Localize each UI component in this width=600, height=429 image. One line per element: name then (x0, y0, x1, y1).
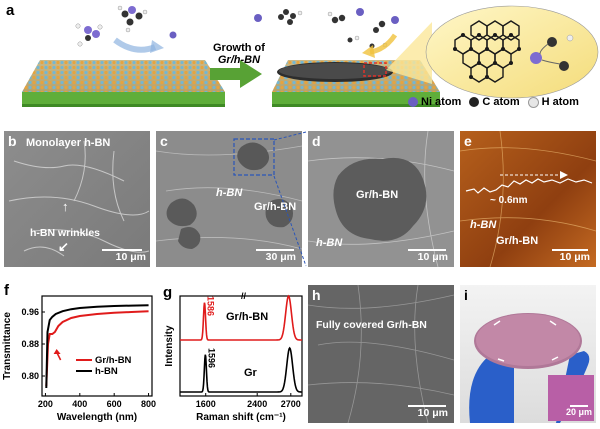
g-xtick-label-0: 1600 (196, 399, 216, 409)
g-axis-break: // (241, 291, 247, 301)
f-series-0 (45, 310, 149, 387)
panel-g-letter: g (163, 284, 173, 301)
atom-legend: Ni atom C atom H atom (408, 96, 579, 108)
panel-c-scalebar-label: 30 μm (265, 251, 296, 263)
panel-i-letter: i (464, 287, 468, 303)
legend-h: H atom (527, 96, 579, 108)
panel-b-scalebar-label: 10 μm (115, 251, 146, 263)
panel-h-wrinkles (308, 285, 454, 423)
f-legend-label-0: Gr/h-BN (95, 355, 132, 366)
panel-i-scalebar (570, 405, 588, 407)
g-ylabel: Intensity (164, 325, 175, 367)
f-xlabel: Wavelength (nm) (57, 412, 137, 423)
panel-c-letter: c (160, 133, 168, 149)
panel-c-scalebar (256, 249, 294, 251)
zoom-connector (273, 131, 307, 267)
growth-arrow (210, 60, 262, 88)
f-ytick-label-0: 0.80 (21, 371, 39, 381)
panel-d-scalebar-label: 10 μm (417, 251, 448, 263)
f-xtick-label-3: 800 (141, 399, 156, 409)
legend-ni: Ni atom (408, 96, 461, 108)
floating-molecules (254, 8, 399, 58)
panel-h-letter: h (312, 287, 321, 303)
borazine-molecules (75, 5, 177, 53)
panel-f-letter: f (4, 282, 9, 299)
panel-e-scalebar (552, 249, 588, 251)
panel-e-letter: e (464, 133, 472, 149)
panel-e-gr-label: Gr/h-BN (496, 235, 539, 247)
panel-b-annotation: h-BN wrinkles (30, 227, 101, 239)
legend-c: C atom (469, 96, 520, 108)
f-legend-label-1: h-BN (95, 366, 118, 377)
panel-c-domains (156, 138, 302, 250)
panel-e-height: ~ 0.6nm (490, 195, 528, 206)
substrate-left (22, 60, 225, 107)
f-series-1 (45, 304, 149, 389)
g-series-label-1: Gr (244, 367, 258, 379)
f-ytick-label-1: 0.88 (21, 339, 39, 349)
panel-a-letter: a (6, 2, 15, 19)
f-ylabel: Transmittance (2, 312, 13, 380)
panel-b-scalebar (102, 249, 142, 251)
panel-d-letter: d (312, 133, 321, 149)
g-plot-frame (179, 295, 303, 397)
g-series-label-0: Gr/h-BN (226, 311, 268, 323)
g-series-1 (180, 346, 303, 393)
panel-e-scalebar-label: 10 μm (559, 251, 590, 263)
wrinkle-arrow-up: ↑ (62, 199, 69, 214)
panel-e-hbn-label: h-BN (470, 219, 497, 231)
g-peak-label-1: 1596 (206, 348, 216, 368)
panel-i-photo: i 20 μm (460, 285, 596, 423)
wrinkle-lines (8, 140, 150, 257)
panel-b-title: Monolayer h-BN (26, 137, 111, 149)
panel-d-gr-label: Gr/h-BN (356, 189, 399, 201)
panel-h-sem: h Fully covered Gr/h-BN 10 μm (308, 285, 454, 423)
f-annotation-arrowhead (53, 349, 61, 354)
panel-b-sem: b Monolayer h-BN h-BN wrinkles ↑ ↙ 10 μm (4, 131, 150, 267)
panel-h-title: Fully covered Gr/h-BN (316, 319, 427, 331)
panel-a-schematic (22, 5, 599, 107)
panel-i-inset: 20 μm (548, 375, 594, 421)
ni-atom-icon (408, 97, 418, 107)
f-plot-frame (41, 295, 153, 397)
panel-h-scalebar (408, 405, 446, 407)
panel-c-hbn-label: h-BN (216, 187, 243, 199)
c-atom-icon (469, 97, 480, 107)
g-xlabel: Raman shift (cm⁻¹) (196, 412, 286, 423)
f-ytick-label-2: 0.96 (21, 307, 39, 317)
g-xtick-label-2: 2700 (281, 399, 301, 409)
panel-e-afm: e ~ 0.6nm h-BN Gr/h-BN 10 μm (460, 131, 596, 267)
panel-d-scalebar (408, 249, 446, 251)
panel-h-scalebar-label: 10 μm (417, 407, 448, 419)
panel-b-letter: b (8, 133, 17, 149)
panel-i-scalebar-label: 20 μm (565, 407, 592, 417)
g-xtick-label-1: 2400 (247, 399, 267, 409)
zoom-bubble (386, 5, 599, 99)
panel-e-profile (460, 131, 596, 267)
g-peak-label-0: 1586 (206, 296, 216, 316)
panel-c-sem: c h-BN Gr/h-BN 30 μm (156, 131, 302, 267)
panel-d-hbn-label: h-BN (316, 237, 343, 249)
f-xtick-label-0: 200 (38, 399, 53, 409)
f-xtick-label-1: 400 (72, 399, 87, 409)
g-series-0 (180, 294, 303, 341)
wrinkle-arrow-down: ↙ (58, 239, 69, 254)
f-xtick-label-2: 600 (107, 399, 122, 409)
growth-label: Growth of Gr/h-BN (213, 42, 265, 66)
panel-d-sem: d Gr/h-BN h-BN 10 μm (308, 131, 454, 267)
h-atom-icon (527, 96, 539, 108)
